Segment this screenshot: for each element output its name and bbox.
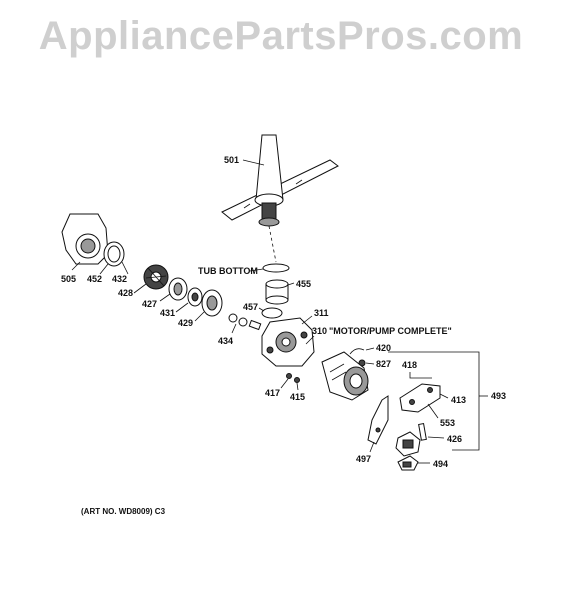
clip-426: [418, 423, 427, 441]
label-tub-bottom: TUB BOTTOM: [198, 266, 258, 276]
label-434: 434: [218, 336, 233, 346]
label-827: 827: [376, 359, 391, 369]
label-505: 505: [61, 274, 76, 284]
terminal-block: [395, 431, 421, 457]
plate-418: [399, 383, 441, 413]
site-watermark: AppliancePartsPros.com: [38, 14, 524, 58]
spray-arm-501: [221, 134, 339, 227]
leader-tub-bottom: [249, 268, 264, 272]
label-501: 501: [224, 155, 239, 165]
tub-bottom-ring: [262, 263, 290, 273]
label-452: 452: [87, 274, 102, 284]
leader-429: [194, 311, 205, 322]
label-494: 494: [433, 459, 448, 469]
leader-501: [242, 159, 265, 166]
fasteners-434: [228, 313, 262, 331]
leader-452: [99, 263, 109, 275]
leader-505: [71, 261, 81, 271]
wire-420: [349, 348, 365, 355]
leader-426: [427, 436, 445, 439]
label-311: 311: [314, 308, 329, 318]
label-415: 415: [290, 392, 305, 402]
label-497: 497: [356, 454, 371, 464]
screws-417-415: [286, 373, 300, 383]
label-420: 420: [376, 343, 391, 353]
label-428: 428: [118, 288, 133, 298]
label-429: 429: [178, 318, 193, 328]
label-motor-pump-complete: "MOTOR/PUMP COMPLETE": [329, 326, 452, 336]
disc-429: [201, 289, 223, 317]
leader-434: [231, 323, 237, 334]
leader-310: [305, 335, 315, 345]
connector-494: [397, 455, 419, 471]
leader-413: [439, 393, 449, 399]
leader-497: [369, 441, 375, 453]
ring-427: [168, 277, 188, 301]
seal-431: [187, 287, 203, 307]
label-455: 455: [296, 279, 311, 289]
label-310: 310: [312, 326, 327, 336]
label-417: 417: [265, 388, 280, 398]
label-431: 431: [160, 308, 175, 318]
label-427: 427: [142, 299, 157, 309]
clamp-452: [103, 241, 125, 267]
leader-432: [121, 261, 129, 275]
leader-311: [301, 315, 313, 325]
pump-housing-311: [261, 317, 315, 367]
label-553: 553: [440, 418, 455, 428]
label-418: 418: [402, 360, 417, 370]
label-413: 413: [451, 395, 466, 405]
leader-553: [427, 403, 439, 419]
label-426: 426: [447, 434, 462, 444]
leader-415: [296, 382, 299, 391]
leader-428: [133, 283, 147, 294]
axis-line: [268, 225, 277, 263]
housing-505: [61, 213, 109, 265]
cylinder-455: [265, 279, 289, 305]
leader-418: [409, 372, 432, 379]
label-432: 432: [112, 274, 127, 284]
leader-417: [280, 378, 289, 389]
bracket-493: [388, 351, 480, 451]
motor: [321, 351, 369, 401]
label-493: 493: [491, 391, 506, 401]
art-number-caption: (ART NO. WD8009) C3: [81, 507, 166, 516]
leader-431: [175, 302, 189, 313]
bracket-497: [367, 395, 389, 445]
label-457: 457: [243, 302, 258, 312]
leader-827: [365, 362, 375, 365]
leader-457: [258, 307, 265, 312]
leader-420: [365, 347, 375, 351]
leader-427: [159, 293, 171, 302]
leader-455: [287, 282, 295, 286]
impeller-428: [143, 264, 169, 290]
band-457: [261, 307, 283, 319]
